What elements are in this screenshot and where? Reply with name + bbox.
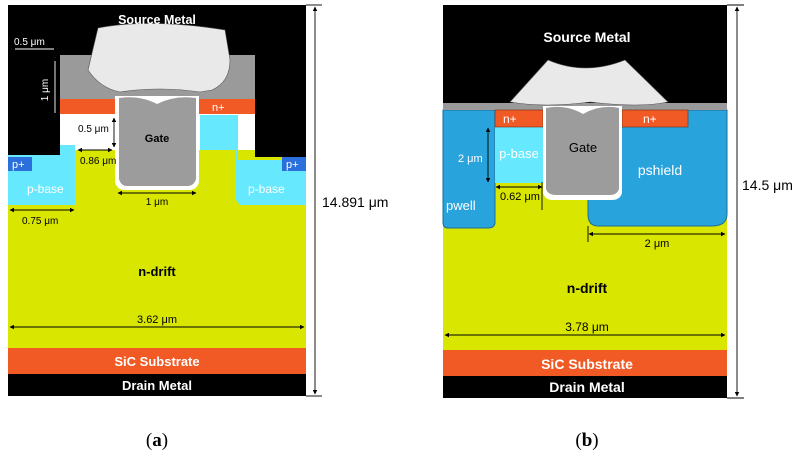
a-dim-oxide-gap: 0.5 μm	[78, 124, 109, 135]
a-label-source-metal: Source Metal	[118, 13, 196, 27]
a-dim-trench-gap: 0.86 μm	[80, 156, 116, 167]
a-dimension-lines	[9, 4, 322, 397]
a-label-nplus: n+	[212, 102, 225, 114]
a-label-substrate: SiC Substrate	[114, 354, 199, 369]
a-label-pbase-right: p-base	[248, 182, 285, 196]
b-source-metal	[443, 5, 727, 103]
a-dim-vertical-1: 1 μm	[40, 79, 51, 101]
b-label-nplus-right: n+	[643, 112, 657, 126]
a-gate-poly	[119, 97, 196, 186]
a-labels: Source Metal Gate n+ p+ p+ p-base p-base…	[12, 13, 388, 393]
b-pwell	[442, 109, 496, 229]
b-substrate-layer	[443, 350, 727, 376]
a-dim-total-height: 14.891 μm	[322, 194, 388, 210]
b-label-source-metal: Source Metal	[543, 29, 630, 45]
a-dim-cell-width: 3.62 μm	[137, 314, 177, 326]
b-label-nplus-left: n+	[503, 112, 517, 126]
a-dim-metal-width: 0.5 μm	[14, 37, 45, 48]
figure-a	[8, 5, 306, 396]
b-label-gate: Gate	[569, 140, 597, 155]
b-dim-pbase-height: 2 μm	[458, 153, 483, 165]
a-label-pplus-right: p+	[286, 159, 299, 171]
b-label-pbase: p-base	[499, 146, 539, 161]
b-source-contact	[509, 59, 669, 106]
a-label-ndrift: n-drift	[138, 264, 176, 279]
b-label-substrate: SiC Substrate	[541, 356, 633, 372]
a-dim-trench-width: 1 μm	[146, 197, 168, 208]
b-label-drain-metal: Drain Metal	[549, 379, 624, 395]
a-dim-pbase-width: 0.75 μm	[22, 216, 58, 227]
a-label-drain-metal: Drain Metal	[122, 378, 192, 393]
b-label-pshield: pshield	[638, 162, 682, 178]
b-dim-shield-width: 2 μm	[645, 238, 670, 250]
b-drain-metal	[443, 376, 727, 398]
a-pbase-right	[200, 115, 306, 205]
b-pshield	[587, 109, 728, 227]
b-labels: Source Metal Gate n+ n+ p-base pwell psh…	[446, 29, 793, 395]
a-source-contact	[87, 23, 231, 93]
a-source-metal	[8, 5, 306, 157]
a-label-pbase-left: p-base	[27, 182, 64, 196]
caption-b: (b)	[575, 430, 598, 451]
a-drain-metal	[8, 374, 306, 396]
b-label-pwell: pwell	[446, 198, 476, 213]
a-label-pplus-left: p+	[12, 159, 25, 171]
caption-a: (a)	[146, 430, 168, 451]
a-pplus-right	[282, 157, 306, 171]
b-dim-cell-width: 3.78 μm	[565, 320, 609, 334]
b-dim-total-height: 14.5 μm	[742, 177, 793, 193]
figure-b	[442, 5, 728, 398]
b-dimension-lines	[444, 4, 744, 399]
b-gate-poly	[546, 106, 619, 195]
a-label-gate: Gate	[145, 133, 169, 145]
b-dim-pbase-width: 0.62 μm	[500, 191, 540, 203]
a-substrate-layer	[8, 348, 306, 374]
a-pplus-left	[8, 157, 32, 171]
b-pbase	[495, 125, 543, 183]
b-label-ndrift: n-drift	[567, 280, 608, 296]
